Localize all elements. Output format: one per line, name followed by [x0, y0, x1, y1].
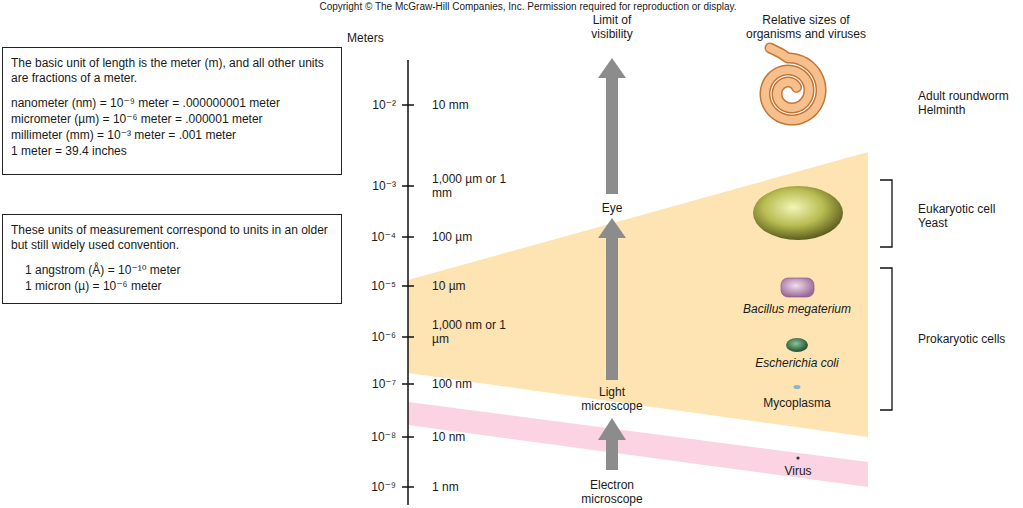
organism-label: Eukaryotic cell Yeast: [918, 202, 1000, 230]
yeast-cell: [753, 186, 843, 240]
unit-definition: 1 angstrom (Å) = 10⁻¹⁰ meter: [11, 263, 333, 278]
group-brackets: [880, 180, 892, 410]
ecoli-cell: [786, 338, 808, 352]
exponent-label: 10⁻⁹: [356, 480, 396, 494]
old-units-box: These units of measurement correspond to…: [2, 214, 342, 304]
worm-body: [765, 48, 821, 120]
mycoplasma-cell: [794, 385, 801, 389]
unit-label: 10 nm: [432, 430, 522, 444]
copyright-note: Copyright © The McGraw-Hill Companies, I…: [248, 0, 808, 14]
intro-text: These units of measurement correspond to…: [11, 223, 333, 253]
units-box: The basic unit of length is the meter (m…: [2, 47, 342, 175]
organism-label: Virus: [768, 464, 828, 478]
unit-label: 100 nm: [432, 377, 522, 391]
unit-definition: 1 meter = 39.4 inches: [11, 144, 333, 159]
virus-band: [408, 402, 868, 487]
bacillus-cell: [781, 278, 814, 297]
intro-text: The basic unit of length is the meter (m…: [11, 56, 333, 86]
column-header: Limit of visibility: [589, 13, 635, 41]
unit-label: 1 nm: [432, 480, 522, 494]
unit-label: 1,000 nm or 1 µm: [432, 318, 514, 346]
unit-label: 100 µm: [432, 230, 522, 244]
organism-label: Escherichia coli: [727, 356, 867, 370]
exponent-label: 10⁻⁶: [356, 330, 396, 344]
worm-outline: [765, 48, 821, 120]
group-label: Prokaryotic cells: [918, 332, 1018, 346]
unit-label: 10 mm: [432, 98, 522, 112]
exponent-label: 10⁻⁴: [356, 230, 396, 244]
organism-label: Mycoplasma: [747, 396, 847, 410]
eye-label: Eye: [582, 201, 642, 215]
unit-label: 1,000 µm or 1 mm: [432, 172, 514, 200]
light-microscope-range: [408, 152, 868, 437]
column-header: Relative sizes of organisms and viruses: [744, 13, 869, 41]
unit-label: 10 µm: [432, 279, 522, 293]
meter-axis: [402, 60, 414, 505]
exponent-label: 10⁻⁸: [356, 430, 396, 444]
organism-label: Adult roundworm Helminth: [918, 89, 1013, 117]
exponent-label: 10⁻³: [356, 179, 396, 193]
exponent-label: 10⁻²: [356, 98, 396, 112]
exponent-label: 10⁻⁷: [356, 377, 396, 391]
organism-label: Bacillus megaterium: [727, 302, 867, 316]
unit-definition: nanometer (nm) = 10⁻⁹ meter = .000000001…: [11, 96, 333, 111]
microscope-label: Electron microscope: [579, 478, 645, 506]
unit-definition: micrometer (µm) = 10⁻⁶ meter = .000001 m…: [11, 112, 333, 127]
axis-title: Meters: [347, 31, 407, 45]
exponent-label: 10⁻⁵: [356, 279, 396, 293]
microscope-label: Light microscope: [579, 385, 645, 413]
unit-definition: millimeter (mm) = 10⁻³ meter = .001 mete…: [11, 128, 333, 143]
virus-particle: [796, 456, 799, 459]
unit-definition: 1 micron (µ) = 10⁻⁶ meter: [11, 279, 333, 294]
roundworm-figure: [765, 48, 821, 120]
